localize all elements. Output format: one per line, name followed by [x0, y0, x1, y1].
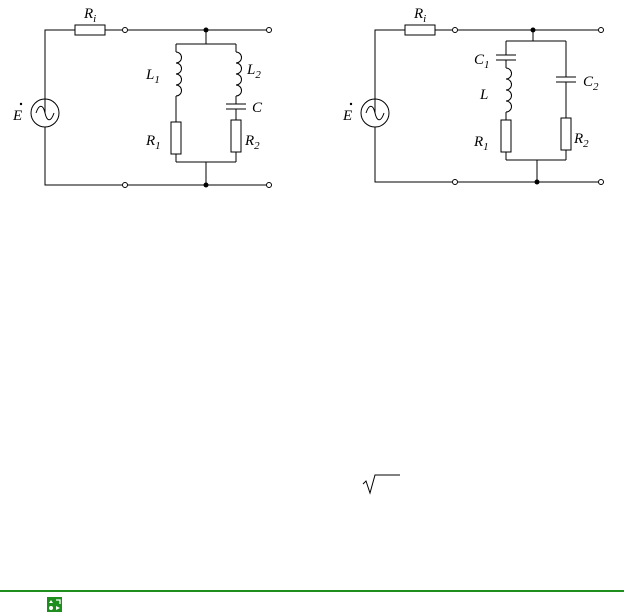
source-b-circle	[360, 98, 390, 128]
source-a-circle	[30, 98, 60, 128]
terminal-b-bottom-left	[452, 179, 458, 185]
label-b-ri: Ri	[413, 6, 426, 25]
terminal-b-top-right	[598, 27, 604, 33]
capacitor-a-c	[226, 103, 246, 110]
label-b-e-dot	[349, 102, 353, 106]
wire-b-branch-top	[506, 30, 566, 42]
terminal-b-bottom-right	[598, 179, 604, 185]
label-a-r1: R1	[145, 133, 161, 152]
resistor-a-r2	[230, 119, 242, 153]
square-root-icon	[362, 474, 400, 495]
label-b-e: E	[342, 108, 352, 124]
wire-a-source-bottom	[44, 127, 122, 186]
terminal-a-top-left	[122, 27, 128, 33]
label-a-ri: Ri	[83, 6, 96, 25]
resistor-b-r1	[500, 119, 512, 153]
label-b-c1: C1	[474, 52, 490, 71]
label-a-e: E	[12, 108, 22, 124]
label-b-l: L	[479, 87, 488, 103]
resistor-a-r1	[170, 121, 182, 155]
capacitor-b-c1	[496, 54, 516, 61]
footer-divider	[0, 590, 624, 592]
capacitor-b-c2	[556, 76, 576, 83]
wire-b-source-bottom	[374, 127, 452, 183]
ac-source-a-icon	[35, 105, 55, 121]
inductor-a-l2	[235, 51, 242, 97]
terminal-a-bottom-right	[266, 182, 272, 188]
label-b-r2: R2	[573, 131, 589, 150]
wire-a-branch-bottom	[176, 161, 236, 185]
label-a-l2: L2	[246, 62, 261, 81]
wire-b-branch-bottom	[506, 159, 566, 182]
inductor-b-l	[505, 67, 512, 113]
circuit-b: Ri E C1 L C2 R1 R2	[342, 6, 604, 185]
label-a-c: C	[252, 100, 263, 116]
wire-a-branch-top	[176, 30, 236, 45]
label-a-r2: R2	[244, 133, 260, 152]
navigation-icon[interactable]	[47, 597, 62, 612]
inductor-a-l1	[175, 51, 182, 97]
terminal-a-bottom-left	[122, 182, 128, 188]
label-a-l1: L1	[145, 67, 160, 86]
wire-b-source-top	[374, 29, 452, 113]
resistor-b-ri	[404, 24, 436, 36]
resistor-b-r2	[560, 117, 572, 151]
wire-a-source-top	[44, 29, 122, 113]
terminal-b-top-left	[452, 27, 458, 33]
terminal-a-top-right	[266, 27, 272, 33]
circuit-a: Ri E L1 L2 C R1 R2	[12, 6, 272, 188]
label-a-e-dot	[19, 102, 23, 106]
label-b-r1: R1	[473, 134, 489, 153]
label-b-c2: C2	[583, 74, 599, 93]
resistor-a-ri	[74, 24, 106, 36]
ac-source-b-icon	[365, 105, 385, 121]
